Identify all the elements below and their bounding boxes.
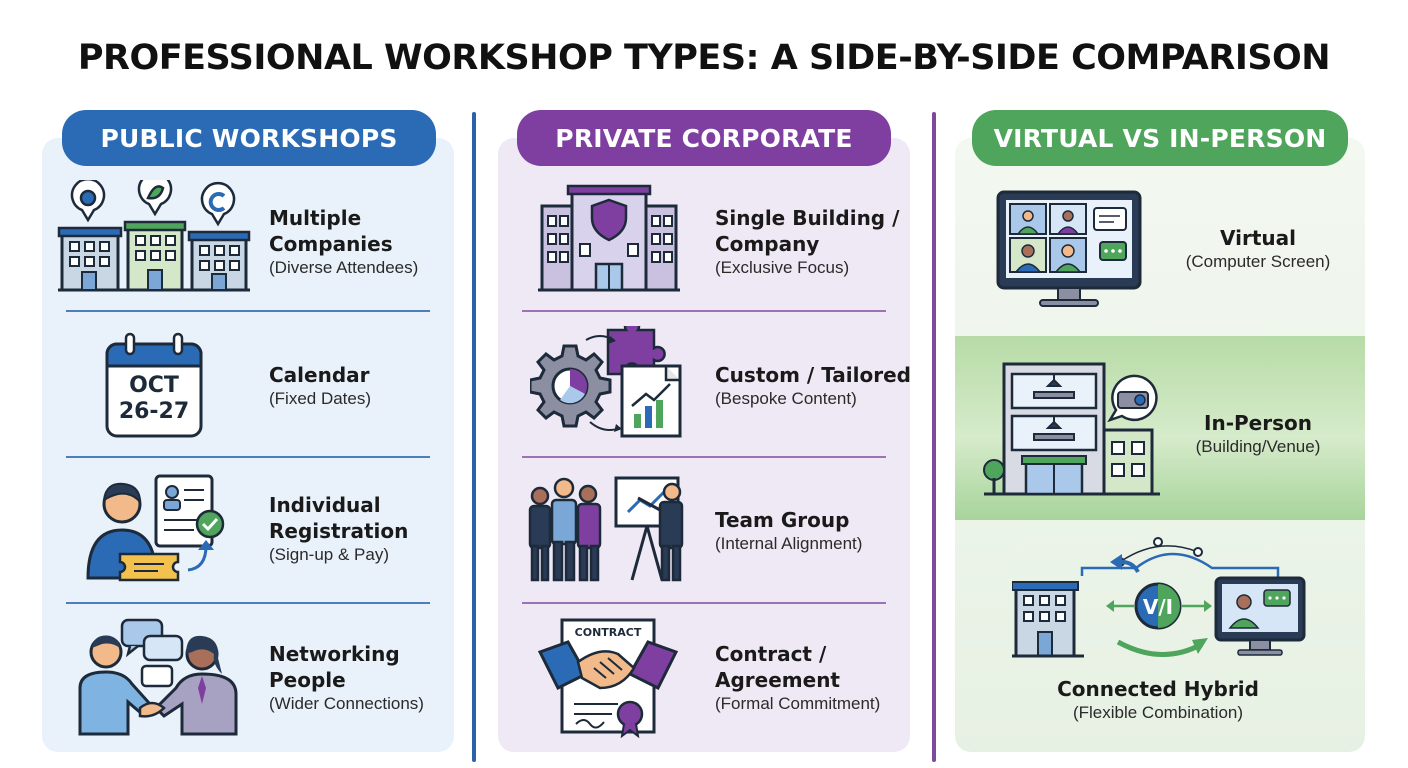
multiple-buildings-icon — [56, 172, 252, 297]
contract-agreement-text: Contract / Agreement (Formal Commitment) — [715, 641, 880, 715]
single-building-title: Single Building / — [715, 206, 900, 230]
virtual-subtitle: (Computer Screen) — [1185, 252, 1331, 271]
video-call-monitor-icon — [996, 190, 1142, 315]
contract-label: CONTRACT — [575, 626, 642, 639]
team-group-subtitle: (Internal Alignment) — [715, 534, 863, 553]
connected-hybrid-subtitle: (Flexible Combination) — [1072, 703, 1244, 722]
public-workshops-header: PUBLIC WORKSHOPS — [62, 110, 436, 166]
connected-hybrid-text: Connected Hybrid (Flexible Combination) — [1010, 676, 1306, 724]
private-corporate-header: PRIVATE CORPORATE — [517, 110, 891, 166]
custom-tailored-text: Custom / Tailored (Bespoke Content) — [715, 362, 911, 410]
in-person-text: In-Person (Building/Venue) — [1158, 410, 1358, 458]
multiple-companies-text: Multiple Companies (Diverse Attendees) — [269, 205, 418, 279]
individual-registration-title-2: Registration — [269, 519, 409, 543]
calendar-text: Calendar (Fixed Dates) — [269, 362, 371, 410]
networking-people-title-2: People — [269, 668, 346, 692]
hybrid-connection-icon: V/I — [1011, 532, 1308, 677]
contract-agreement-subtitle: (Formal Commitment) — [715, 694, 881, 713]
virtual-title: Virtual — [1220, 226, 1296, 250]
individual-registration-title: Individual — [269, 493, 381, 517]
calendar-month-text: OCT — [129, 373, 179, 398]
row-separator — [66, 602, 430, 604]
custom-tailored-title: Custom / Tailored — [715, 363, 911, 387]
row-separator — [522, 456, 886, 458]
multiple-companies-title-2: Companies — [269, 232, 393, 256]
connected-hybrid-title: Connected Hybrid — [1057, 677, 1259, 701]
virtual-text: Virtual (Computer Screen) — [1158, 225, 1358, 273]
virtual-vs-in-person-header: VIRTUAL VS IN-PERSON — [972, 110, 1348, 166]
calendar-dates-text: 26-27 — [119, 399, 189, 424]
row-separator — [66, 310, 430, 312]
row-separator — [66, 456, 430, 458]
column-divider — [932, 112, 936, 762]
single-building-subtitle: (Exclusive Focus) — [715, 258, 850, 277]
row-separator — [522, 310, 886, 312]
in-person-title: In-Person — [1204, 411, 1312, 435]
team-group-title: Team Group — [715, 508, 850, 532]
calendar-subtitle: (Fixed Dates) — [269, 389, 372, 408]
row-separator — [522, 602, 886, 604]
contract-agreement-title-2: Agreement — [715, 668, 840, 692]
networking-people-title: Networking — [269, 642, 400, 666]
calendar-title: Calendar — [269, 363, 370, 387]
multiple-companies-subtitle: (Diverse Attendees) — [269, 258, 419, 277]
registration-person-icon — [84, 474, 232, 589]
in-person-subtitle: (Building/Venue) — [1195, 437, 1321, 456]
networking-people-subtitle: (Wider Connections) — [269, 694, 424, 713]
page-title: PROFESSIONAL WORKSHOP TYPES: A SIDE-BY-S… — [77, 38, 1331, 78]
team-presentation-icon — [524, 474, 694, 589]
venue-building-icon — [982, 360, 1162, 503]
hybrid-badge-text: V/I — [1143, 595, 1173, 619]
single-building-text: Single Building / Company (Exclusive Foc… — [715, 205, 899, 279]
handshake-chat-icon — [78, 618, 238, 741]
team-group-text: Team Group (Internal Alignment) — [715, 507, 862, 555]
individual-registration-text: Individual Registration (Sign-up & Pay) — [269, 492, 408, 566]
multiple-companies-title: Multiple — [269, 206, 362, 230]
column-divider — [472, 112, 476, 762]
contract-handshake-icon: CONTRACT — [537, 616, 679, 743]
networking-people-text: Networking People (Wider Connections) — [269, 641, 424, 715]
single-building-title-2: Company — [715, 232, 820, 256]
custom-tailored-subtitle: (Bespoke Content) — [715, 389, 857, 408]
individual-registration-subtitle: (Sign-up & Pay) — [269, 545, 389, 564]
gear-puzzle-icon — [528, 318, 686, 443]
calendar-icon: OCT 26-27 — [104, 332, 204, 445]
corporate-building-icon — [536, 184, 682, 297]
contract-agreement-title: Contract / — [715, 642, 827, 666]
